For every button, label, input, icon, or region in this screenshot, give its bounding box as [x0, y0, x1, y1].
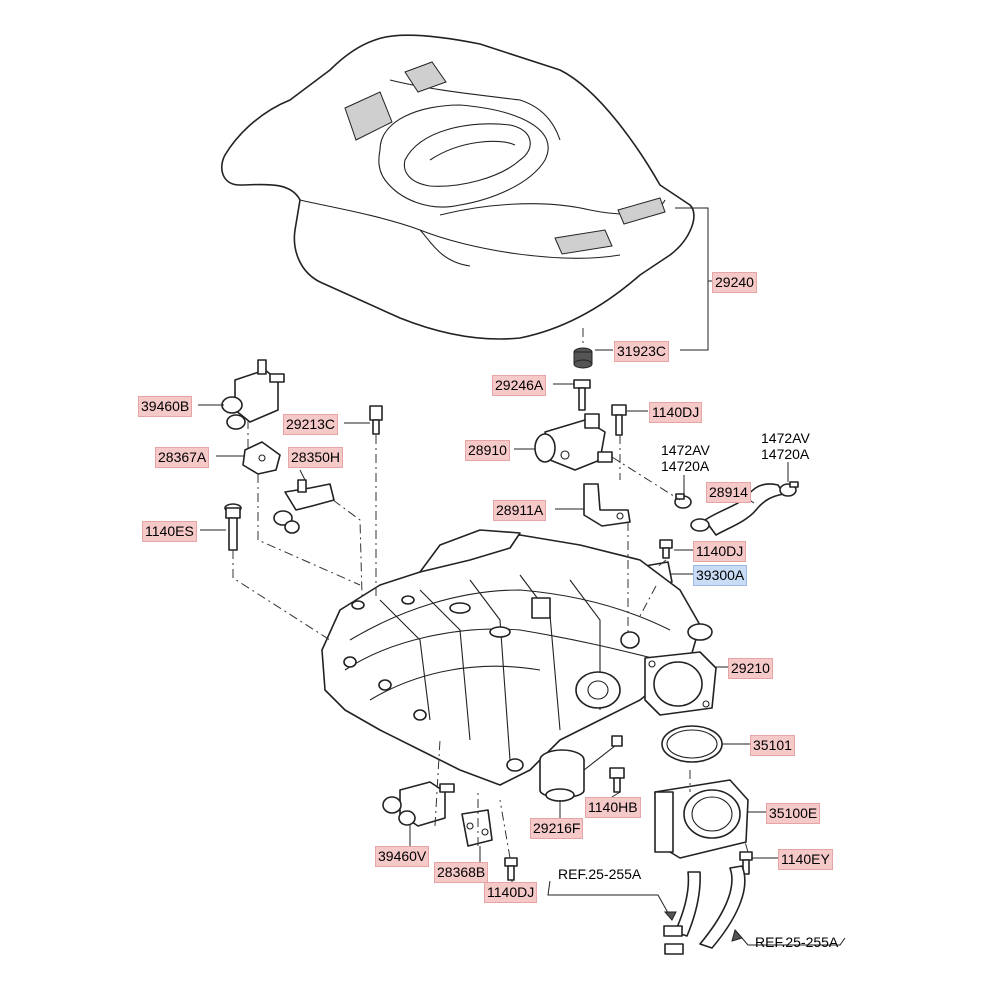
hose-clamp-left: [674, 493, 692, 509]
gasket-flange-29210: [644, 651, 717, 716]
label-1472av-a: 1472AV: [661, 442, 710, 458]
bracket-28367a: [242, 441, 281, 475]
hose-clamp-right: [779, 481, 799, 497]
label-ref-25-255a-upper: REF.25-255A: [558, 866, 642, 882]
gasket-35101: [661, 725, 723, 763]
solenoid-valve-39460b: [221, 359, 285, 430]
label-35100e: 35100E: [766, 803, 821, 824]
label-28911a: 28911A: [493, 500, 547, 521]
label-1472av-b: 1472AV: [761, 430, 810, 446]
bolt-1140dj-mid: [659, 539, 673, 559]
label-14720a-a: 14720A: [661, 458, 710, 474]
label-39460b: 39460B: [138, 396, 193, 417]
label-39300a: 39300A: [693, 565, 748, 586]
coolant-hoses: [663, 865, 746, 955]
label-29240: 29240: [712, 272, 757, 293]
label-1140dj-bot: 1140DJ: [484, 882, 538, 903]
label-1140ey: 1140EY: [778, 849, 833, 870]
bracket-28368b: [461, 809, 493, 847]
throttle-body-35100e: [654, 779, 749, 859]
label-1140dj-mid: 1140DJ: [693, 541, 747, 562]
label-1140hb: 1140HB: [585, 797, 641, 818]
solenoid-valve-39460v: [382, 781, 455, 827]
grommet-31923c: [573, 347, 593, 369]
actuator-29216f: [539, 735, 623, 802]
bolt-1140ey: [739, 851, 753, 875]
pcv-valve-28910: [534, 413, 613, 471]
bolt-1140dj-bot: [504, 857, 518, 881]
label-29210: 29210: [728, 658, 773, 679]
label-29246a: 29246A: [492, 375, 547, 396]
bracket-28911a: [583, 483, 631, 527]
label-29213c: 29213C: [283, 414, 339, 435]
label-28367a: 28367A: [155, 447, 210, 468]
hose-fitting-28350h: [273, 479, 335, 534]
label-28350h: 28350H: [288, 447, 344, 468]
label-35101: 35101: [750, 735, 795, 756]
label-1140es: 1140ES: [142, 521, 197, 542]
engine-cover: [221, 34, 695, 340]
label-39460v: 39460V: [375, 846, 430, 867]
label-1140dj-top: 1140DJ: [649, 402, 703, 423]
bolt-1140es: [224, 503, 242, 551]
label-28368b: 28368B: [434, 862, 489, 883]
bolt-29246a: [573, 379, 591, 411]
bolt-1140hb: [609, 767, 625, 793]
bolt-1140dj-top: [611, 404, 627, 436]
bolt-29213c: [369, 405, 383, 435]
label-28910: 28910: [465, 440, 510, 461]
label-31923c: 31923C: [614, 341, 670, 362]
intake-manifold: [321, 529, 713, 786]
label-29216f: 29216F: [530, 818, 584, 839]
label-14720a-b: 14720A: [761, 446, 810, 462]
label-ref-25-255a-lower: REF.25-255A: [755, 934, 839, 950]
label-28914: 28914: [706, 482, 751, 503]
